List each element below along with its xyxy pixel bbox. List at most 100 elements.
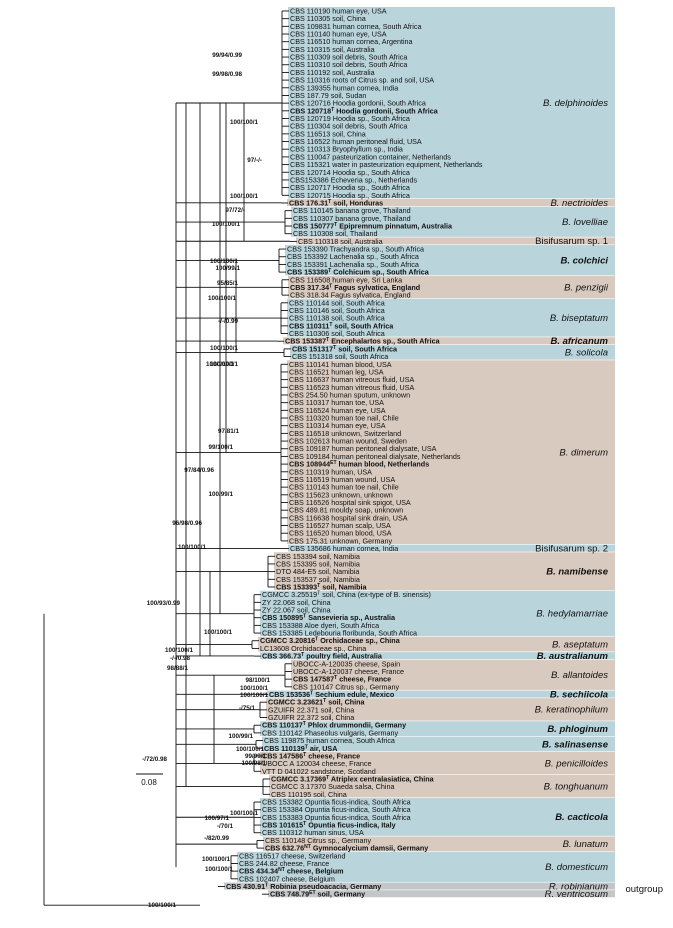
leaf-label: CBS 116508 human eye, Sri Lanka bbox=[290, 275, 402, 284]
support-value: -/75/1 bbox=[239, 705, 256, 712]
leaf-label: CBS 110316 roots of Citrus sp. and soil,… bbox=[290, 76, 434, 85]
leaf-label: CBS 153384 Opuntia ficus-indica, South A… bbox=[262, 805, 411, 814]
leaf-label: CGMCC 3.17370 Suaeda salsa, China bbox=[271, 782, 394, 791]
leaf-label: LC13608 Orchidaceae sp., China bbox=[260, 644, 366, 653]
support-value: -/72/0.98 bbox=[142, 756, 167, 763]
scale-bar-label: 0.08 bbox=[141, 778, 157, 787]
clade-band bbox=[263, 836, 615, 852]
leaf-label: CBS 110314 human eye, USA bbox=[289, 421, 386, 430]
leaf-label: CBS 153383 Opuntia ficus-indica, South A… bbox=[262, 813, 411, 822]
leaf-label: CBS 110307 banana grove, Thailand bbox=[293, 214, 411, 223]
leaf-label: CBS 153536T Sechium edule, Mexico bbox=[269, 690, 395, 699]
leaf-label: CBS 175.31 unknown, Germany bbox=[289, 536, 392, 545]
leaf-label: CBS 115321 water in pasteurization equip… bbox=[290, 160, 483, 169]
support-value: 100/100/1 bbox=[202, 856, 231, 863]
leaf-label: CBS 120718T Hoodia gordonii, South Afric… bbox=[290, 106, 439, 115]
support-value: 100/99/1 bbox=[208, 491, 233, 498]
leaf-label: CBS 110145 banana grove, Thailand bbox=[293, 206, 411, 215]
leaf-label: CGMCC 3.23621T soil, China bbox=[268, 698, 366, 707]
support-value: 97/81/1 bbox=[218, 428, 240, 435]
leaf-label: CBS 110139T air, USA bbox=[264, 744, 337, 753]
support-value: 100/100/1 bbox=[230, 810, 259, 817]
leaf-label: CBS 489.81 mouldy soap, unknown bbox=[289, 506, 403, 515]
clade-band bbox=[224, 882, 615, 890]
clade-band bbox=[260, 751, 615, 775]
leaf-label: CBS 110140 human eye, USA bbox=[290, 30, 387, 39]
species-label: B. tonghuanum bbox=[544, 782, 609, 793]
leaf-label: CGMCC 3.17369T Atriplex centralasiatica,… bbox=[271, 774, 435, 783]
leaf-label: CBS 110317 human toe, USA bbox=[289, 398, 384, 407]
species-label: B. colchici bbox=[560, 255, 608, 266]
species-label: B. nectrioides bbox=[550, 198, 608, 209]
leaf-label: CBS 110143 human toe nail, Chile bbox=[289, 483, 399, 492]
leaf-label: GZUIFR 22.371 soil, China bbox=[268, 705, 354, 714]
clade-band bbox=[274, 552, 615, 591]
leaf-label: CBS 110147 Citrus sp., Germany bbox=[293, 682, 400, 691]
clade-band bbox=[260, 590, 615, 637]
support-value: 95/85/1 bbox=[217, 280, 239, 287]
leaf-label: VTT D 041022 sandstone, Scotland bbox=[262, 767, 376, 776]
leaf-label: CBS 110320 human toe nail, Chile bbox=[289, 414, 399, 423]
support-value: 99/99/1 bbox=[245, 753, 267, 760]
support-value: 100/100/1 bbox=[205, 866, 234, 873]
scale-bar: 0.08 bbox=[136, 773, 163, 787]
species-label: B. dimerum bbox=[559, 447, 608, 458]
clade-band bbox=[283, 337, 615, 345]
support-values: 99/94/0.99 99/98/0.98 100/100/1 97/-/- 100/1… bbox=[142, 52, 270, 909]
clade-band bbox=[258, 636, 615, 652]
leaf-label: CBS 110305 soil, China bbox=[290, 14, 366, 23]
clade-band bbox=[290, 344, 615, 360]
support-value: 99/94/0.99 bbox=[212, 52, 242, 59]
support-value: 100/100/1 bbox=[230, 193, 259, 200]
support-value: -/-/0.98 bbox=[170, 655, 190, 662]
support-value: 99/98/0.98 bbox=[212, 71, 242, 78]
leaf-label: CBS 116524 human eye, USA bbox=[289, 406, 386, 415]
leaf-label: CBS 110319 human, USA bbox=[289, 467, 372, 476]
species-label: B. penzigii bbox=[564, 282, 609, 293]
leaf-label: CBS 110195 soil, China bbox=[271, 790, 347, 799]
support-value: 100/100/1 bbox=[236, 746, 265, 753]
leaf-label: CBS 110308 soil, Thailand bbox=[293, 229, 377, 238]
leaf-label: CGMCC 3.20816T Orchidaceae sp., China bbox=[260, 636, 401, 645]
support-value: 100/100/1 bbox=[148, 902, 177, 909]
species-label: Bisifusarum sp. 2 bbox=[535, 543, 608, 554]
support-value: 100/100/1 bbox=[230, 119, 259, 126]
support-value: 99/100/1 bbox=[208, 444, 233, 451]
clade-band bbox=[268, 890, 615, 898]
leaf-label: CBS 147586T cheese, France bbox=[262, 751, 360, 760]
clade-band bbox=[237, 851, 615, 882]
leaf-label: CBS 110148 Citrus sp., Germany bbox=[265, 836, 372, 845]
leaf-label: CBS 110142 Phaseolus vulgaris, Germany bbox=[262, 728, 399, 737]
leaf-label: CBS153386 Echeveria sp., Netherlands bbox=[290, 175, 417, 184]
species-label: B. sechiicola bbox=[550, 689, 608, 700]
species-label: R. robinianum bbox=[549, 881, 608, 892]
support-value: 100/99/1 bbox=[215, 265, 240, 272]
leaf-label: ZY 22.067 soil, China bbox=[262, 606, 331, 615]
support-value: 100/99/1 bbox=[228, 733, 253, 740]
leaf-label: CBS 153387T Encephalartos sp., South Afr… bbox=[285, 337, 441, 346]
leaf-label: CBS 110146 soil, South Africa bbox=[289, 306, 385, 315]
clade-band bbox=[269, 775, 615, 798]
support-value: -/82/0.99 bbox=[204, 835, 229, 842]
clade-band bbox=[288, 7, 615, 199]
leaf-label: CBS 318.34 Fagus sylvatica, England bbox=[290, 291, 411, 300]
support-value: 100/100/1 bbox=[165, 647, 194, 654]
support-value: 100/100/1 bbox=[206, 361, 235, 368]
support-value: 97/-/- bbox=[247, 157, 262, 164]
support-value: 97/72/- bbox=[225, 207, 245, 214]
support-value: 96/98/0.96 bbox=[172, 520, 202, 527]
species-label: B. africanum bbox=[550, 336, 608, 347]
support-value: 100/100/1 bbox=[212, 221, 241, 228]
support-value: 100/100/1 bbox=[240, 685, 269, 692]
species-label: B. australianum bbox=[537, 651, 609, 662]
leaf-label: CBS 153392 Lachenalia sp., South Africa bbox=[287, 252, 419, 261]
leaf-label: CBS 116527 human scalp, USA bbox=[289, 521, 391, 530]
support-value: 100/100/1 bbox=[178, 544, 207, 551]
leaf-label: CBS 153388 Aloe dyeri, South Africa bbox=[262, 621, 379, 630]
leaf-label: CBS 109831 human cornea, South Africa bbox=[290, 22, 421, 31]
leaf-label: CBS 120715 Hoodia sp., South Africa bbox=[290, 191, 410, 200]
leaf-label: CBS 151317T soil, South Africa bbox=[292, 344, 398, 353]
species-label: Bisifusarum sp. 1 bbox=[535, 236, 608, 247]
